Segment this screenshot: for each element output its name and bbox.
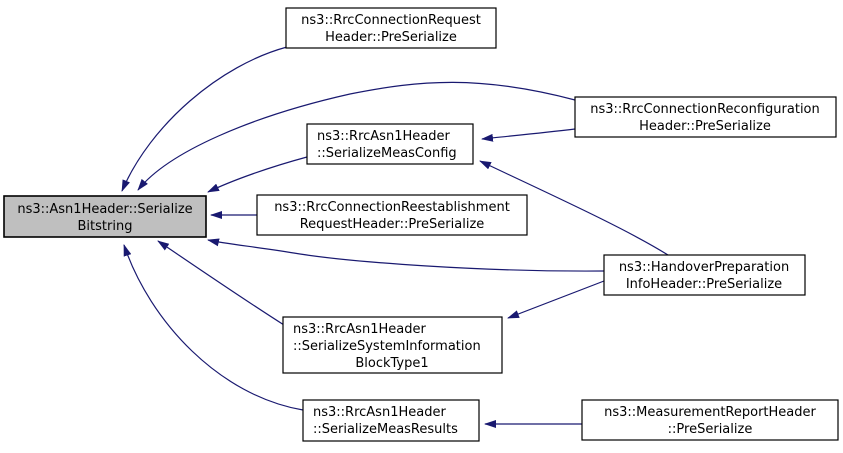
node-label: ns3::Asn1Header::Serialize xyxy=(17,202,192,217)
node-measurement-report: ns3::MeasurementReportHeader ::PreSerial… xyxy=(581,399,839,441)
node-box-asn1-serialize-bitstring[interactable] xyxy=(3,195,207,238)
node-label: ns3::RrcAsn1Header xyxy=(293,322,426,337)
node-label: ns3::RrcAsn1Header xyxy=(317,129,450,144)
node-serialize-meas-results: ns3::RrcAsn1Header ::SerializeMeasResult… xyxy=(302,399,480,442)
node-label: ns3::RrcConnectionRequest xyxy=(301,13,481,28)
edge-serialize-meas-config-to-serialize-bitstring xyxy=(207,156,308,193)
node-label: BlockType1 xyxy=(355,356,428,371)
node-serialize-system-information-block-type1: ns3::RrcAsn1Header ::SerializeSystemInfo… xyxy=(282,316,503,374)
edge-serialize-meas-results-to-serialize-bitstring xyxy=(123,244,304,411)
node-box-measurement-report[interactable] xyxy=(581,399,839,441)
node-box-serialize-system-information-block-type1[interactable] xyxy=(282,316,503,374)
node-label: ::SerializeMeasResults xyxy=(313,422,458,437)
node-rrc-connection-reconfiguration: ns3::RrcConnectionReconfiguration Header… xyxy=(574,96,837,138)
node-label: ::PreSerialize xyxy=(668,422,753,437)
edge-handover-preparation-to-serialize-bitstring xyxy=(207,238,605,272)
node-box-handover-preparation[interactable] xyxy=(603,254,806,296)
node-label: ns3::MeasurementReportHeader xyxy=(604,405,816,420)
edge-handover-preparation-to-serialize-meas-config xyxy=(479,160,669,256)
node-box-rrc-connection-request[interactable] xyxy=(285,7,497,49)
edge-rrc-connection-reconfiguration-to-serialize-bitstring xyxy=(137,81,576,191)
node-box-serialize-meas-config[interactable] xyxy=(306,123,474,165)
node-asn1-serialize-bitstring: ns3::Asn1Header::Serialize Bitstring xyxy=(3,195,207,238)
node-label: Header::PreSerialize xyxy=(325,30,457,45)
node-label: ::SerializeMeasConfig xyxy=(317,146,457,161)
node-label: ns3::RrcConnectionReconfiguration xyxy=(590,102,820,117)
node-label: ::SerializeSystemInformation xyxy=(293,339,481,354)
node-handover-preparation: ns3::HandoverPreparation InfoHeader::Pre… xyxy=(603,254,806,296)
node-rrc-connection-reestablishment: ns3::RrcConnectionReestablishment Reques… xyxy=(256,194,528,236)
node-label: RequestHeader::PreSerialize xyxy=(300,217,485,232)
node-label: InfoHeader::PreSerialize xyxy=(626,277,782,292)
node-label: ns3::HandoverPreparation xyxy=(619,260,789,275)
node-rrc-connection-request: ns3::RrcConnectionRequest Header::PreSer… xyxy=(285,7,497,49)
node-box-rrc-connection-reestablishment[interactable] xyxy=(256,194,528,236)
edge-serialize-system-information-block-type1-to-serialize-bitstring xyxy=(157,240,285,326)
node-label: Bitstring xyxy=(78,219,133,234)
node-box-rrc-connection-reconfiguration[interactable] xyxy=(574,96,837,138)
node-label: ns3::RrcAsn1Header xyxy=(313,405,446,420)
node-label: Header::PreSerialize xyxy=(639,119,771,134)
node-serialize-meas-config: ns3::RrcAsn1Header ::SerializeMeasConfig xyxy=(306,123,474,165)
node-label: ns3::RrcConnectionReestablishment xyxy=(274,200,510,215)
edge-rrc-connection-reconfiguration-to-serialize-meas-config xyxy=(481,128,576,142)
edge-handover-preparation-to-serialize-system-information-block-type1 xyxy=(507,280,605,319)
node-box-serialize-meas-results[interactable] xyxy=(302,399,480,442)
edge-rrc-connection-request-to-serialize-bitstring xyxy=(121,46,288,192)
